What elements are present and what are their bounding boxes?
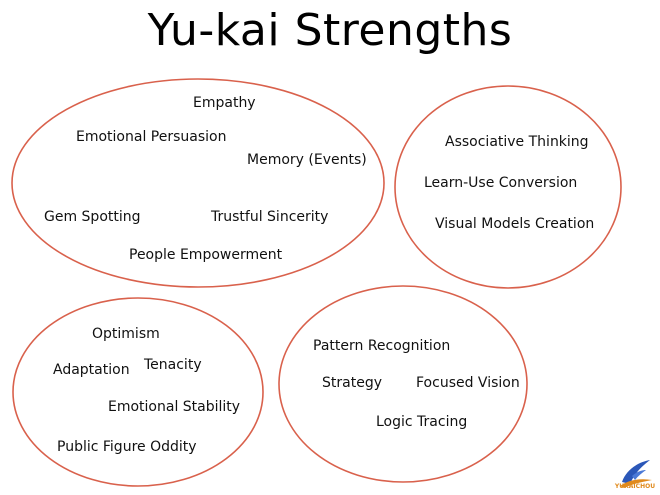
- strength-item: Empathy: [193, 95, 256, 111]
- strength-item: Public Figure Oddity: [57, 439, 197, 455]
- strength-item: Gem Spotting: [44, 209, 141, 225]
- strength-item: Optimism: [92, 326, 160, 342]
- group-ellipse-4: [278, 285, 528, 483]
- group-ellipse-3: [12, 297, 264, 487]
- strength-item: Tenacity: [144, 357, 202, 373]
- strength-item: Adaptation: [53, 362, 130, 378]
- strength-item: Focused Vision: [416, 375, 520, 391]
- group-ellipse-1: [11, 78, 385, 288]
- strength-item: Associative Thinking: [445, 134, 589, 150]
- yukaichou-logo-icon: [620, 460, 652, 488]
- strength-item: Trustful Sincerity: [211, 209, 329, 225]
- strength-item: Logic Tracing: [376, 414, 468, 430]
- strength-item: Emotional Stability: [108, 399, 241, 415]
- strength-item: Memory (Events): [247, 152, 367, 168]
- slide-title: Yu-kai Strengths: [147, 5, 513, 56]
- strength-item: Learn-Use Conversion: [424, 175, 578, 191]
- strength-item: Pattern Recognition: [313, 338, 451, 354]
- strength-item: Strategy: [322, 375, 382, 391]
- strength-item: Emotional Persuasion: [76, 129, 227, 145]
- strength-item: People Empowerment: [129, 247, 283, 263]
- group-ellipse-2: [394, 85, 622, 289]
- logo-wordmark: YUKAICHOU: [614, 483, 656, 490]
- strength-item: Visual Models Creation: [435, 216, 595, 232]
